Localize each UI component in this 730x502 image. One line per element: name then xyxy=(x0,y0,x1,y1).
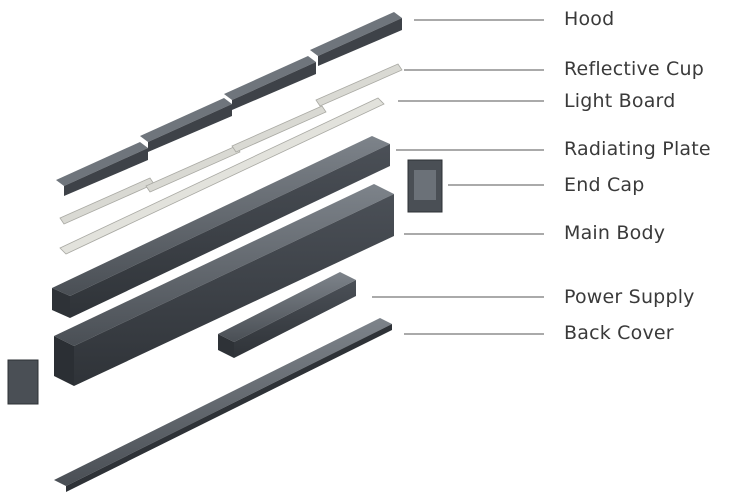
main-body-part xyxy=(54,184,394,386)
leader-lines xyxy=(372,19,544,335)
reflective-cup-part xyxy=(59,63,403,225)
hood-segment xyxy=(140,98,232,152)
end-cap-left-part xyxy=(7,359,39,405)
label-power-supply: Power Supply xyxy=(564,286,695,308)
label-end-cap: End Cap xyxy=(564,174,645,196)
radiating-plate-part xyxy=(52,136,390,318)
label-hood: Hood xyxy=(564,8,615,30)
end-cap-part xyxy=(407,159,443,213)
label-light-board: Light Board xyxy=(564,90,676,112)
label-radiating-plate: Radiating Plate xyxy=(564,138,711,160)
label-back-cover: Back Cover xyxy=(564,322,674,344)
label-main-body: Main Body xyxy=(564,222,666,244)
hood-segment xyxy=(224,56,316,110)
hood-segment xyxy=(310,12,402,66)
power-supply-part xyxy=(218,272,356,358)
label-reflective-cup: Reflective Cup xyxy=(564,58,705,80)
light-board-part xyxy=(59,97,385,255)
back-cover-part xyxy=(54,318,392,492)
hood-part xyxy=(56,12,402,196)
hood-segment xyxy=(56,142,148,196)
